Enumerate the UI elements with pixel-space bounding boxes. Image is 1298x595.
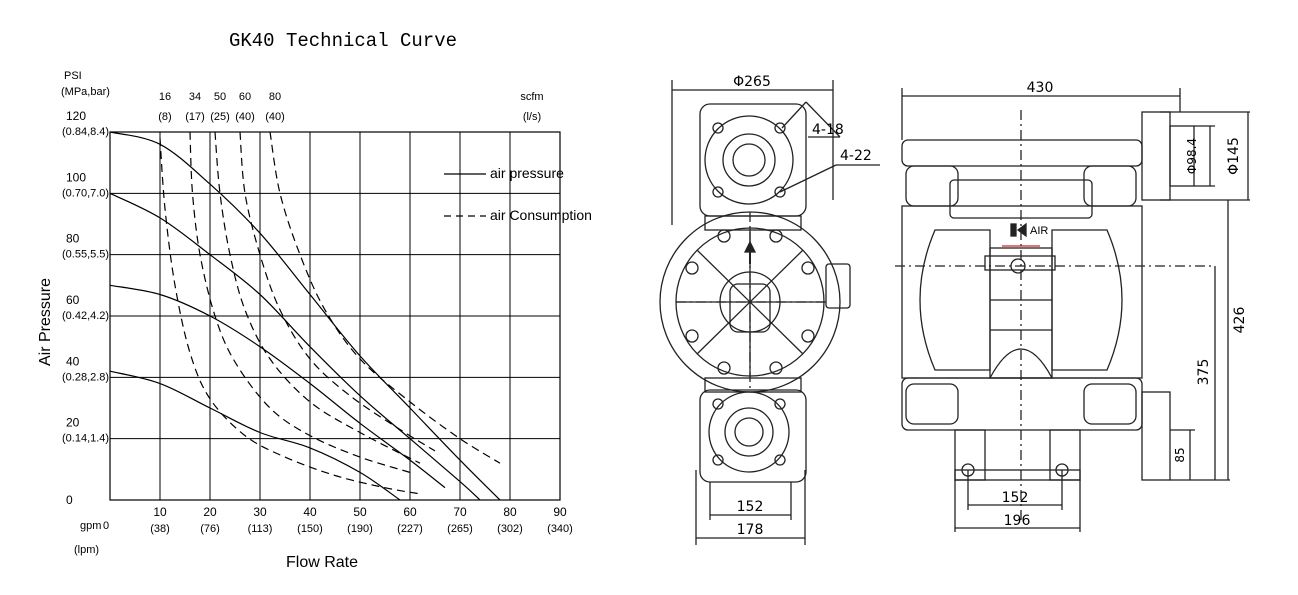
top-unit-sub-label: (l/s) xyxy=(523,111,541,123)
x-tick-lpm: (265) xyxy=(447,523,473,535)
chart-title: GK40 Technical Curve xyxy=(229,30,457,52)
y-tick-psi: 80 xyxy=(66,232,80,246)
air-consumption-curve-8 xyxy=(239,131,436,452)
x-unit-label: gpm xyxy=(80,520,101,532)
air-consumption-ls: (40) xyxy=(235,111,255,123)
x-tick-gpm: 30 xyxy=(253,505,267,519)
air-consumption-scfm: 16 xyxy=(159,91,171,103)
air-pressure-curve-4 xyxy=(109,370,401,501)
air-consumption-scfm: 34 xyxy=(189,91,201,103)
air-consumption-ls: (17) xyxy=(185,111,205,123)
y-tick-psi: 60 xyxy=(66,293,80,307)
y-tick-mpa-bar: (0.14,1.4) xyxy=(62,433,109,445)
air-consumption-curve-6 xyxy=(189,131,411,473)
legend-air-consumption: air Consumption xyxy=(490,207,592,223)
x-tick-gpm: 0 xyxy=(103,520,109,532)
y-unit-label: PSI xyxy=(64,70,82,82)
y-tick-mpa-bar: (0.84,8.4) xyxy=(62,126,109,138)
y-tick-labels: 0 20 (0.14,1.4) 40 (0.28,2.8) 60 (0.42,4.2) 80 (… xyxy=(62,109,109,507)
y-tick-psi: 20 xyxy=(66,416,80,430)
x-tick-gpm: 50 xyxy=(353,505,367,519)
y-tick-mpa-bar: (0.55,5.5) xyxy=(62,249,109,261)
dim-outlet-height: 85 xyxy=(1173,447,1187,462)
dim-bolt-circle-dia: Φ98.4 xyxy=(1185,138,1199,174)
x-tick-gpm: 20 xyxy=(203,505,217,519)
air-consumption-curve-9 xyxy=(269,131,501,464)
air-consumption-ls: (8) xyxy=(158,111,171,123)
air-pressure-curve-2 xyxy=(109,192,481,501)
top-unit-label: scfm xyxy=(520,91,543,103)
side-view-drawing xyxy=(895,88,1250,532)
dim-side-flange-dia: Φ145 xyxy=(1226,137,1242,175)
x-tick-lpm: (76) xyxy=(200,523,220,535)
x-tick-lpm: (150) xyxy=(297,523,323,535)
x-tick-lpm: (340) xyxy=(547,523,573,535)
x-tick-lpm: (190) xyxy=(347,523,373,535)
legend-air-pressure: air pressure xyxy=(490,165,564,181)
x-tick-gpm: 40 xyxy=(303,505,317,519)
air-pressure-curve-3 xyxy=(109,284,446,489)
x-unit-sub-label: (lpm) xyxy=(74,544,99,556)
dim-front-outer-width: 178 xyxy=(737,522,764,538)
x-tick-gpm: 80 xyxy=(503,505,517,519)
x-tick-lpm: (38) xyxy=(150,523,170,535)
x-tick-lpm: (302) xyxy=(497,523,523,535)
y-tick-psi: 120 xyxy=(66,109,86,123)
dim-holes-top: 4-18 xyxy=(812,122,844,138)
air-consumption-ls: (40) xyxy=(265,111,285,123)
air-consumption-curve-7 xyxy=(214,131,421,464)
x-tick-labels: 0 10 (38) 20 (76) 30 (113) 40 (150) 50 (190) 60 (227… xyxy=(103,505,573,535)
y-tick-mpa-bar: (0.70,7.0) xyxy=(62,187,109,199)
y-tick-psi: 0 xyxy=(66,493,73,507)
air-consumption-labels: 16 (8) 34 (17) 50 (25) 60 (40) 80 (40) xyxy=(158,91,285,123)
dim-base-outer: 196 xyxy=(1004,513,1031,529)
air-consumption-scfm: 60 xyxy=(239,91,251,103)
dim-front-flange-dia: Φ265 xyxy=(733,74,771,90)
x-tick-lpm: (227) xyxy=(397,523,423,535)
y-axis-title: Air Pressure xyxy=(37,278,54,366)
chart-grid xyxy=(109,131,561,501)
air-consumption-scfm: 80 xyxy=(269,91,281,103)
air-consumption-ls: (25) xyxy=(210,111,230,123)
dim-inlet-height: 375 xyxy=(1196,359,1212,386)
chart-series xyxy=(109,131,501,501)
air-pressure-curve-1 xyxy=(109,131,501,501)
dim-front-inner-width: 152 xyxy=(737,499,764,515)
x-tick-gpm: 90 xyxy=(553,505,567,519)
chart: GK40 Technical Curve PSI (MPa,bar) scfm … xyxy=(37,30,592,571)
legend: air pressure air Consumption xyxy=(444,165,592,223)
dim-base-inner: 152 xyxy=(1002,490,1029,506)
y-tick-mpa-bar: (0.42,4.2) xyxy=(62,310,109,322)
dim-holes-side: 4-22 xyxy=(840,148,872,164)
air-inlet-label: AIR xyxy=(1030,225,1048,237)
y-tick-psi: 100 xyxy=(66,170,86,184)
dim-overall-width: 430 xyxy=(1027,80,1054,96)
y-unit-sub-label: (MPa,bar) xyxy=(61,86,110,98)
y-tick-mpa-bar: (0.28,2.8) xyxy=(62,371,109,383)
x-tick-lpm: (113) xyxy=(248,523,273,535)
x-tick-gpm: 60 xyxy=(403,505,417,519)
y-tick-psi: 40 xyxy=(66,354,80,368)
air-consumption-scfm: 50 xyxy=(214,91,226,103)
front-view-drawing xyxy=(659,80,880,545)
x-tick-gpm: 10 xyxy=(153,505,167,519)
x-axis-title: Flow Rate xyxy=(286,554,358,571)
x-tick-gpm: 70 xyxy=(453,505,467,519)
dim-total-height: 426 xyxy=(1232,307,1248,334)
